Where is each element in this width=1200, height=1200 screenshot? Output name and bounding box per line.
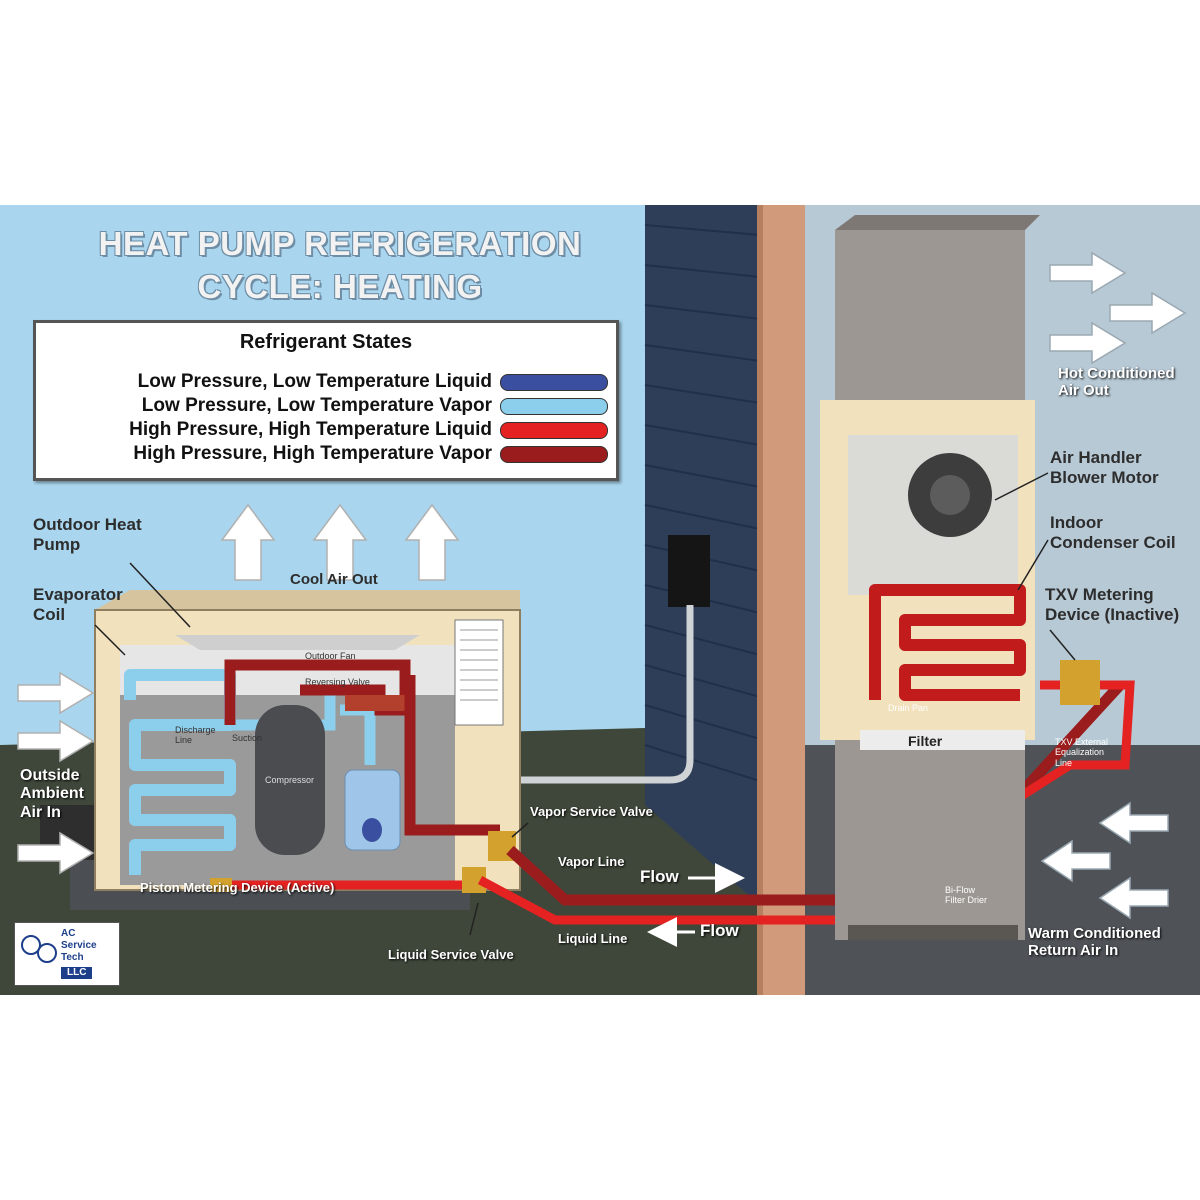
legend-swatch: [500, 373, 608, 391]
logo-text: LLC: [61, 967, 93, 979]
label-blower-motor: Air Handler Blower Motor: [1050, 448, 1159, 487]
heat-pump-poster: HEAT PUMP REFRIGERATION CYCLE: HEATING R…: [0, 205, 1200, 995]
legend-label: Low Pressure, Low Temperature Vapor: [141, 395, 492, 416]
ac-service-tech-logo: AC Service Tech LLC: [14, 922, 120, 986]
filter-rack: [860, 730, 1025, 750]
cool-air-arrows: [220, 503, 460, 581]
logo-gauges-icon: [21, 935, 57, 963]
legend-item-high-vapor: High Pressure, High Temperature Vapor: [133, 443, 608, 465]
outdoor-fan-blade: [175, 635, 420, 650]
compressor-body: [255, 705, 325, 855]
legend-item-low-vapor: Low Pressure, Low Temperature Vapor: [142, 395, 608, 417]
legend-swatch: [500, 421, 608, 439]
label-text: Air In: [20, 803, 61, 821]
hot-air-arrows: [1049, 251, 1187, 365]
electrical-conduit: [505, 605, 694, 784]
label-text: Indoor: [1050, 513, 1103, 532]
label-text: Return Air In: [1028, 942, 1119, 960]
logo-text: Service: [61, 940, 97, 951]
label-filter: Filter: [908, 733, 943, 749]
callout-lines: [94, 472, 1076, 936]
label-return-air-in: Warm Conditioned Return Air In: [1028, 925, 1161, 960]
label-text: TXV Metering: [1045, 585, 1154, 604]
siding-lines: [644, 224, 761, 782]
logo-text: AC: [61, 928, 76, 939]
label-text: Warm Conditioned: [1028, 925, 1161, 942]
diagram-artwork: [0, 205, 1200, 995]
label-liquid-line: Liquid Line: [558, 931, 628, 946]
diagram-title: HEAT PUMP REFRIGERATION CYCLE: HEATING: [60, 223, 620, 309]
label-txv-metering: TXV Metering Device (Inactive): [1045, 585, 1179, 624]
disconnect-box: [668, 535, 710, 607]
legend-label: High Pressure, High Temperature Liquid: [129, 419, 492, 440]
label-text: Device (Inactive): [1045, 604, 1180, 624]
return-air-arrows: [1040, 801, 1169, 920]
label-piston-metering: Piston Metering Device (Active): [140, 880, 335, 895]
label-text: Air Handler: [1050, 448, 1142, 467]
title-line-1: HEAT PUMP REFRIGERATION: [98, 225, 582, 262]
outdoor-unit-top: [95, 590, 520, 610]
accumulator: [344, 769, 401, 851]
label-text: Line: [1055, 757, 1073, 768]
reversing-valve: [345, 695, 415, 711]
label-text: Line: [175, 735, 193, 746]
legend-item-high-liquid: High Pressure, High Temperature Liquid: [129, 419, 608, 441]
legend-label: High Pressure, High Temperature Vapor: [133, 443, 492, 464]
label-evaporator-coil: Evaporator Coil: [33, 585, 123, 624]
label-text: Equalization: [1055, 747, 1105, 758]
indoor-condenser-coil: [869, 584, 1026, 701]
title-line-2: CYCLE: HEATING: [197, 267, 483, 305]
label-flow-bottom: Flow: [700, 921, 739, 940]
label-discharge-line: Discharge Line: [175, 725, 216, 746]
label-liquid-service-valve: Liquid Service Valve: [388, 947, 514, 962]
legend-swatch: [500, 445, 608, 463]
label-text: Outdoor Heat: [33, 515, 142, 534]
label-text: TXV External: [1055, 737, 1109, 747]
label-text: Bi-Flow: [945, 885, 976, 895]
label-hot-air-out: Hot Conditioned Air Out: [1058, 365, 1175, 400]
label-text: Outside: [20, 767, 80, 784]
label-text: Air Out: [1058, 382, 1109, 400]
label-text: Pump: [33, 534, 81, 554]
logo-text: Tech: [61, 952, 84, 963]
label-vapor-service-valve: Vapor Service Valve: [530, 804, 653, 819]
label-text: Discharge: [175, 725, 216, 735]
label-text: Ambient: [20, 785, 84, 803]
legend-swatch: [500, 397, 608, 415]
outside-air-arrows: [17, 671, 95, 875]
label-indoor-coil: Indoor Condenser Coil: [1050, 513, 1176, 552]
legend-item-low-liquid: Low Pressure, Low Temperature Liquid: [138, 371, 608, 393]
label-cool-air-out: Cool Air Out: [290, 571, 378, 588]
vapor-line-internal: [404, 675, 500, 836]
label-text: Coil: [33, 604, 66, 624]
piston-metering-device: [210, 878, 232, 892]
label-outdoor-heat-pump: Outdoor Heat Pump: [33, 515, 142, 554]
label-text: Blower Motor: [1050, 467, 1159, 487]
label-suction-line: Suction: [232, 733, 263, 743]
label-outdoor-fan: Outdoor Fan: [305, 651, 356, 661]
label-compressor: Compressor: [265, 775, 315, 785]
label-flow-top: Flow: [640, 867, 679, 886]
label-text: Condenser Coil: [1050, 532, 1176, 552]
legend-heading: Refrigerant States: [239, 331, 413, 353]
refrigerant-states-legend: Refrigerant States Low Pressure, Low Tem…: [33, 320, 619, 481]
label-bi-flow-filter-drier: Bi-Flow Filter Drier: [945, 885, 987, 906]
wiring-diagram-panel: [454, 619, 504, 726]
label-reversing-valve: Reversing Valve: [305, 677, 370, 687]
label-txv-external-equalization: TXV External Equalization Line: [1055, 737, 1108, 768]
label-outside-air: Outside Ambient Air In: [20, 767, 84, 822]
wall-section: [757, 205, 805, 995]
label-text: Evaporator: [33, 585, 123, 604]
label-text: Hot Conditioned: [1058, 365, 1175, 382]
label-text: Filter Drier: [945, 895, 987, 906]
label-vapor-line: Vapor Line: [558, 854, 625, 869]
label-drain-pan: Drain Pan: [888, 703, 929, 713]
txv-metering-device: [1060, 660, 1100, 705]
legend-label: Low Pressure, Low Temperature Liquid: [137, 371, 492, 392]
